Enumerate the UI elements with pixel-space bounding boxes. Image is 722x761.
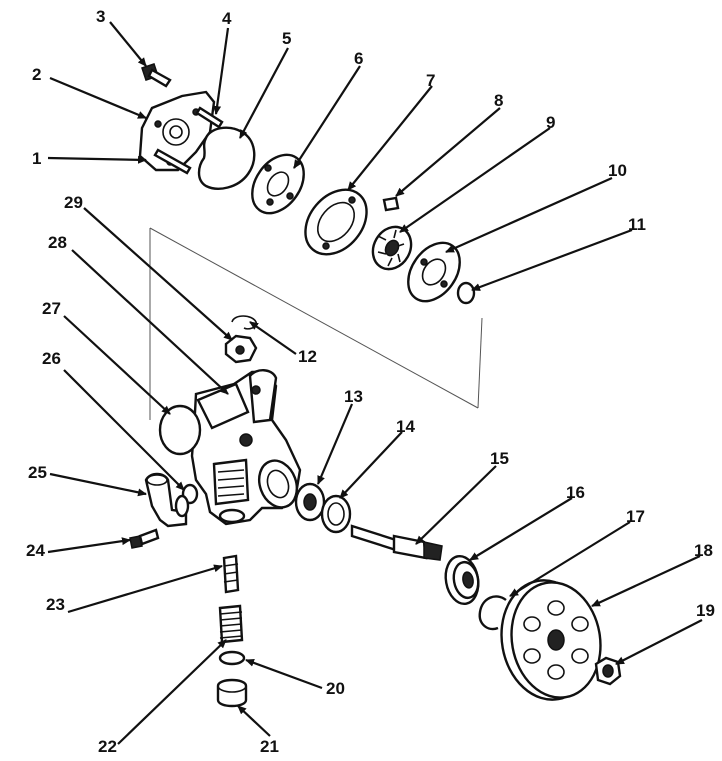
- suction-fitting: [144, 472, 190, 528]
- o-ring: [218, 650, 246, 666]
- callout-24: 24: [26, 541, 45, 560]
- callout-16: 16: [566, 483, 585, 502]
- callout-12: 12: [298, 347, 317, 366]
- cam-ring: [304, 188, 368, 256]
- callout-3: 3: [96, 7, 105, 26]
- cover-bolt: [141, 63, 172, 88]
- callout-20: 20: [326, 679, 345, 698]
- vane: [382, 196, 400, 212]
- callout-labels: 1 2 3 4 5 6 7 8 9 10 11 12 13 14 15 16 1…: [26, 7, 715, 756]
- rear-side-plate: [251, 153, 305, 215]
- flow-control-valve: [222, 554, 240, 594]
- cover-gasket: [197, 126, 256, 190]
- shaft-bearing: [444, 555, 480, 605]
- callout-29: 29: [64, 193, 83, 212]
- shaft-seal: [294, 482, 326, 522]
- callout-8: 8: [494, 91, 503, 110]
- callout-11: 11: [628, 215, 646, 234]
- callout-22: 22: [98, 737, 117, 756]
- pulley-nut: [594, 656, 622, 686]
- callout-2: 2: [32, 65, 41, 84]
- callout-6: 6: [354, 49, 363, 68]
- pulley: [500, 579, 602, 701]
- plug: [216, 678, 248, 708]
- callout-10: 10: [608, 161, 627, 180]
- retaining-clip: [231, 315, 258, 330]
- spring: [218, 604, 244, 644]
- callout-23: 23: [46, 595, 65, 614]
- callout-18: 18: [694, 541, 713, 560]
- callout-1: 1: [32, 149, 41, 168]
- callout-25: 25: [28, 463, 47, 482]
- callout-leaders: [47, 21, 703, 745]
- callout-15: 15: [490, 449, 509, 468]
- bearing-snap-ring: [478, 595, 507, 631]
- callout-19: 19: [696, 601, 715, 620]
- housing-o-ring: [158, 404, 202, 456]
- callout-21: 21: [260, 737, 279, 756]
- callout-9: 9: [546, 113, 555, 132]
- callout-28: 28: [48, 233, 67, 252]
- rotor: [371, 225, 413, 271]
- pressure-switch: [224, 334, 258, 364]
- snap-ring: [456, 281, 476, 305]
- callout-17: 17: [626, 507, 645, 526]
- callout-13: 13: [344, 387, 363, 406]
- assembly-guide-lines: [149, 227, 483, 420]
- fitting-bolt: [129, 528, 160, 549]
- callout-7: 7: [426, 71, 435, 90]
- callout-4: 4: [222, 9, 232, 28]
- callout-27: 27: [42, 299, 61, 318]
- callout-5: 5: [282, 29, 291, 48]
- callout-26: 26: [42, 349, 61, 368]
- callout-14: 14: [396, 417, 415, 436]
- pump-housing: [190, 369, 302, 526]
- seal-washer: [320, 494, 352, 534]
